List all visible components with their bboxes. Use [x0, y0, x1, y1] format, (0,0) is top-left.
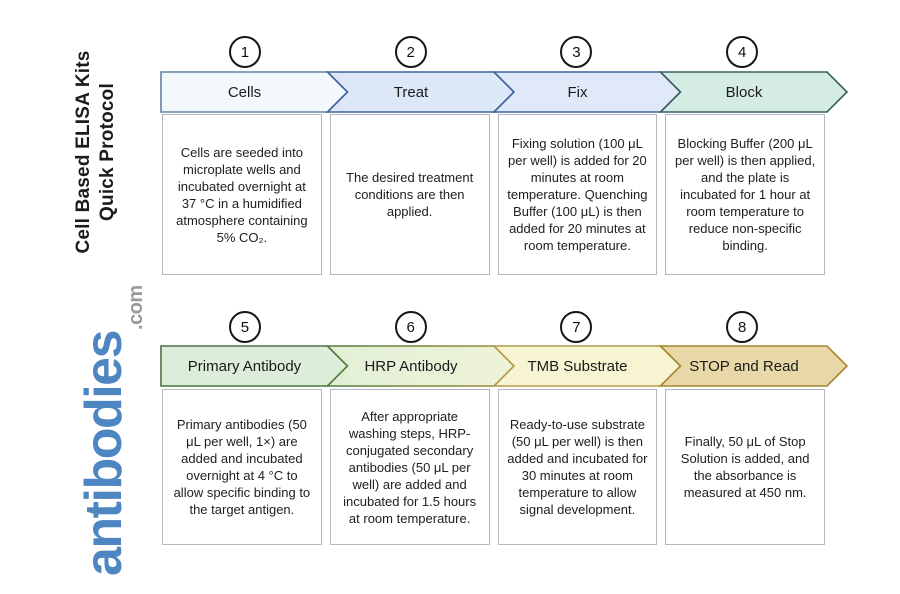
step-description-text-8: Finally, 50 μL of Stop Solution is added…: [680, 434, 810, 500]
step-number-badge-1: 1: [228, 36, 261, 68]
step-description-box-7: Ready-to-use substrate (50 μL per well) …: [497, 389, 658, 545]
step-number-badge-3: 3: [560, 36, 593, 68]
step-description-box-4: Blocking Buffer (200 μL per well) is the…: [665, 114, 825, 275]
step-description-box-8: Finally, 50 μL of Stop Solution is added…: [665, 389, 825, 545]
step-label-primary-antibody: Primary Antibody: [188, 358, 302, 375]
step-numbers-row-2: 5 6 7 8: [162, 311, 825, 343]
step-description-box-3: Fixing solution (100 μL per well) is add…: [497, 114, 658, 275]
step-numbers-row-1: 1 2 3 4: [162, 36, 825, 68]
step-description-text-2: The desired treatment conditions are the…: [346, 170, 474, 219]
logo-wordmark: antibodies: [75, 330, 133, 576]
process-arrows-row-1: Cells Treat Fix Block: [160, 71, 849, 113]
step-number-badge-8: 8: [726, 311, 759, 343]
page-title-line1: Cell Based ELISA Kits: [73, 50, 94, 254]
step-number-badge-6: 6: [394, 311, 427, 343]
step-description-text-3: Fixing solution (100 μL per well) is add…: [507, 136, 648, 253]
step-number-badge-7: 7: [560, 311, 593, 343]
step-number-badge-5: 5: [228, 311, 261, 343]
step-arrow-block: [658, 71, 849, 113]
step-description-text-6: After appropriate washing steps, HRP-con…: [343, 408, 477, 526]
step-label-stop-and-read: STOP and Read: [689, 358, 799, 375]
page-title-line2: Quick Protocol: [97, 83, 118, 221]
step-description-box-2: The desired treatment conditions are the…: [329, 114, 490, 275]
step-arrow-stop-and-read: [658, 345, 849, 387]
step-description-text-7: Ready-to-use substrate (50 μL per well) …: [507, 417, 648, 517]
step-description-text-5: Primary antibodies (50 μL per well, 1×) …: [173, 417, 311, 517]
step-descriptions-row-1: Cells are seeded into microplate wells a…: [162, 114, 825, 275]
step-description-box-5: Primary antibodies (50 μL per well, 1×) …: [162, 389, 322, 545]
step-label-tmb-substrate: TMB Substrate: [527, 358, 627, 375]
step-description-box-1: Cells are seeded into microplate wells a…: [162, 114, 322, 275]
step-label-fix: Fix: [568, 84, 588, 101]
step-description-text-1: Cells are seeded into microplate wells a…: [176, 144, 308, 245]
step-label-block: Block: [726, 84, 763, 101]
step-descriptions-row-2: Primary antibodies (50 μL per well, 1×) …: [162, 389, 825, 545]
process-arrows-row-2: Primary Antibody HRP Antibody TMB Substr…: [160, 345, 849, 387]
step-description-text-4: Blocking Buffer (200 μL per well) is the…: [675, 136, 816, 253]
step-label-cells: Cells: [228, 84, 261, 101]
logo-domain-suffix: .com: [125, 285, 147, 330]
step-number-badge-4: 4: [726, 36, 759, 68]
step-description-box-6: After appropriate washing steps, HRP-con…: [329, 389, 490, 545]
step-number-badge-2: 2: [394, 36, 427, 68]
step-label-treat: Treat: [394, 84, 429, 101]
step-label-hrp-antibody: HRP Antibody: [364, 358, 458, 375]
